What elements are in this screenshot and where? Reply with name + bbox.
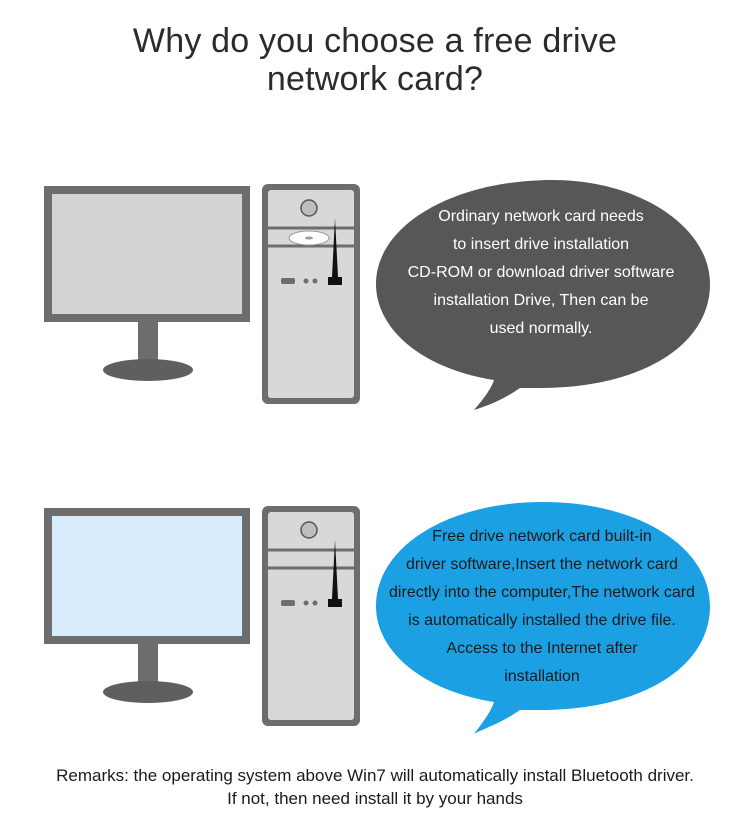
antenna-icon bbox=[332, 218, 338, 277]
remarks-line-2: If not, then need install it by your han… bbox=[227, 789, 523, 808]
bubble-line: installation Drive, Then can be bbox=[433, 292, 649, 309]
pc-tower-icon bbox=[262, 184, 360, 404]
remarks-note: Remarks: the operating system above Win7… bbox=[0, 764, 750, 810]
bubble-line: Access to the Internet after bbox=[446, 640, 638, 657]
bubble-line: is automatically installed the drive fil… bbox=[408, 612, 676, 629]
speech-bubble-free-drive bbox=[376, 502, 710, 734]
bubble-line: installation bbox=[504, 668, 580, 685]
scene-free-drive-card: Free drive network card built-in driver … bbox=[0, 502, 750, 742]
page-title: Why do you choose a free drive network c… bbox=[0, 22, 750, 98]
free-drive-computer-illustration bbox=[44, 502, 710, 734]
pc-tower-icon bbox=[262, 506, 360, 726]
monitor-icon bbox=[44, 186, 250, 381]
title-line-2: network card? bbox=[266, 60, 484, 98]
title-line-1: Why do you choose a free drive bbox=[132, 22, 618, 60]
bubble-text-free-drive: Free drive network card built-in driver … bbox=[372, 523, 712, 691]
scene-ordinary-card: Ordinary network card needs to insert dr… bbox=[0, 180, 750, 415]
speech-bubble-ordinary bbox=[376, 180, 710, 410]
bubble-line: to insert drive installation bbox=[452, 236, 630, 253]
remarks-line-1: Remarks: the operating system above Win7… bbox=[56, 766, 694, 785]
bubble-line: Free drive network card built-in bbox=[432, 528, 652, 545]
bubble-text-ordinary: Ordinary network card needs to insert dr… bbox=[388, 203, 694, 343]
bubble-line: Ordinary network card needs bbox=[438, 208, 644, 225]
bubble-line: used normally. bbox=[489, 320, 593, 337]
bubble-line: driver software,Insert the network card bbox=[405, 556, 679, 573]
bubble-line: CD-ROM or download driver software bbox=[407, 264, 675, 281]
bubble-line: directly into the computer,The network c… bbox=[389, 584, 695, 601]
monitor-icon bbox=[44, 508, 250, 703]
ordinary-computer-illustration bbox=[44, 180, 710, 410]
cd-rom-disc-icon bbox=[288, 230, 330, 246]
antenna-icon bbox=[332, 540, 338, 599]
